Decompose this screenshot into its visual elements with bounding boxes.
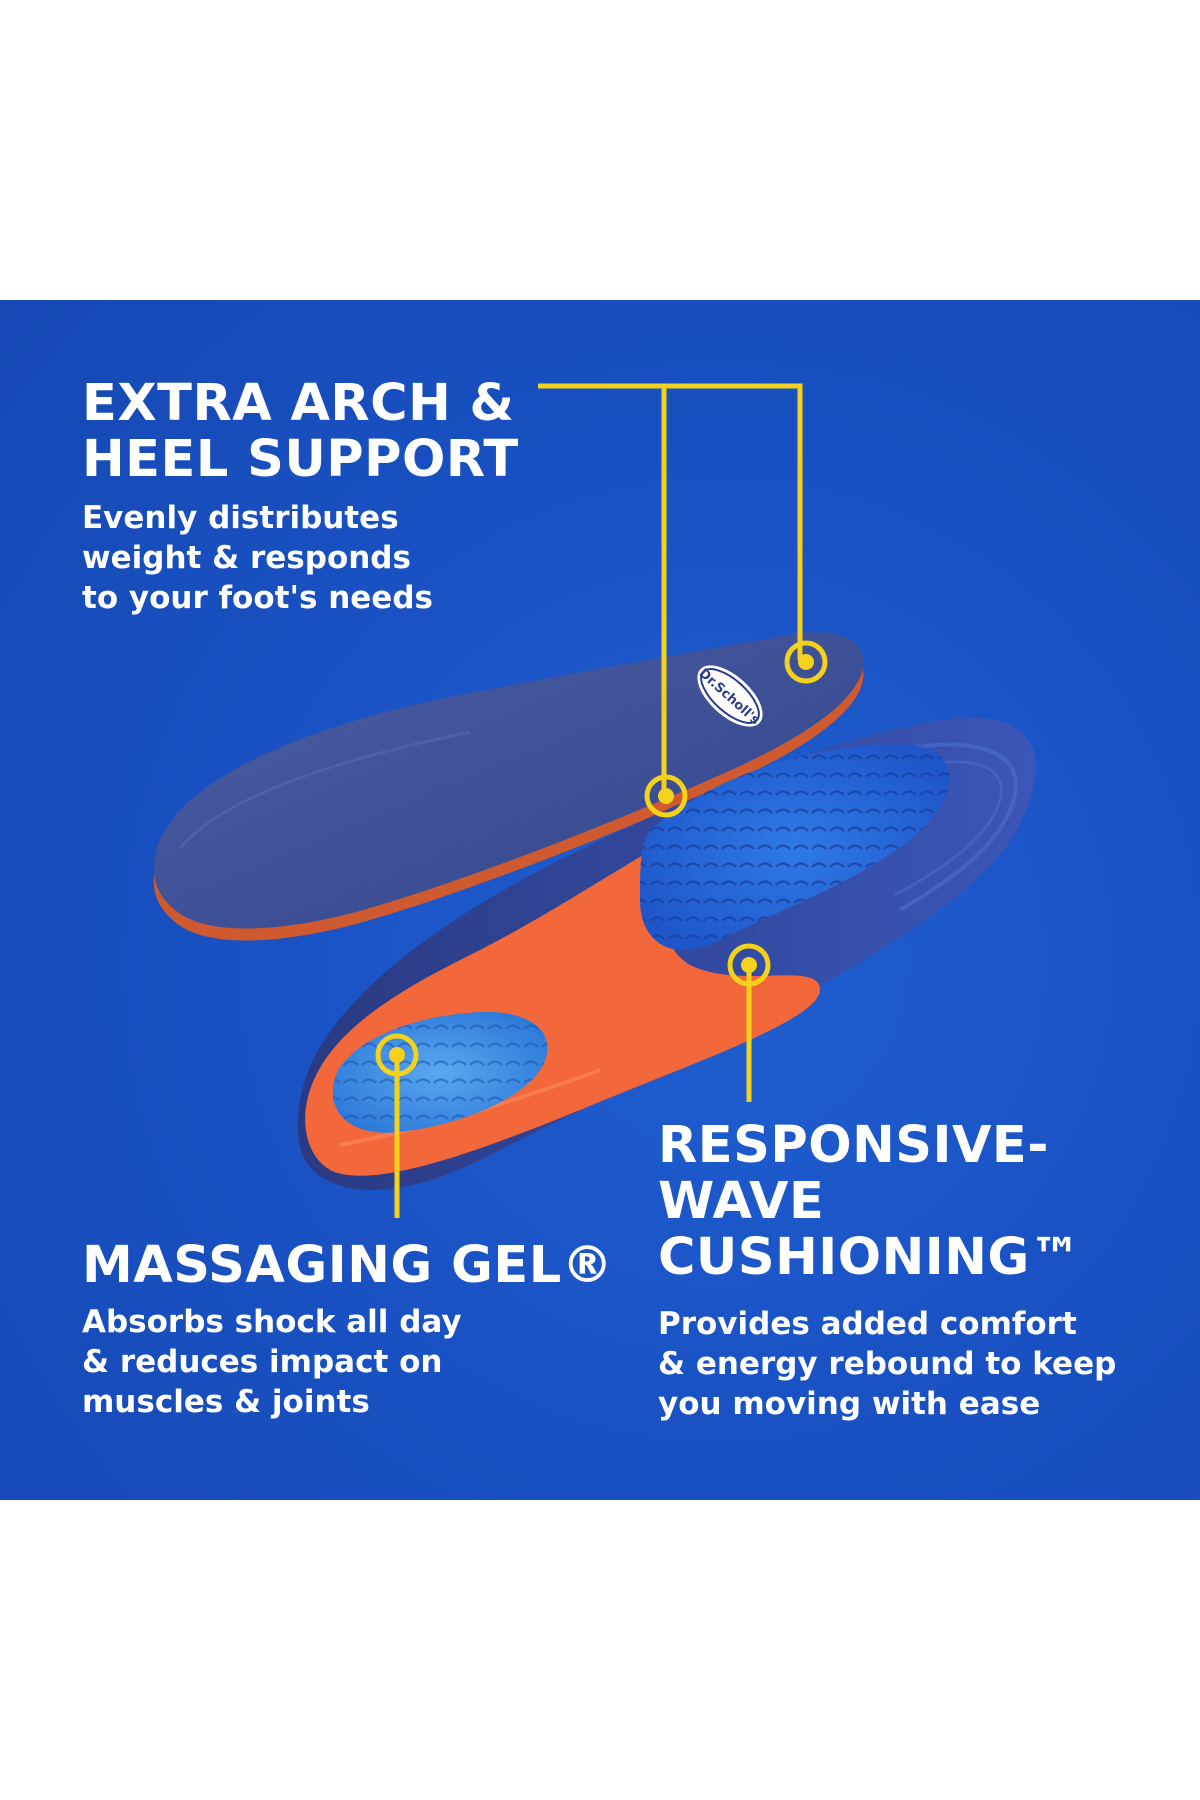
feature-description: Provides added comfort & energy rebound … [658,1306,1117,1422]
feature-arch-support: EXTRA ARCH & HEEL SUPPORT Evenly distrib… [82,376,562,618]
back-insole: Dr.Scholl's [153,632,864,941]
callout-dot-icon [644,774,688,818]
front-insole [297,717,1036,1190]
feature-title: MASSAGING GEL® [82,1236,614,1295]
callout-lines [394,383,803,1218]
feature-wave-cushioning: RESPONSIVE- WAVE CUSHIONING™ Provides ad… [658,1118,1178,1424]
feature-description: Evenly distributes weight & responds to … [82,500,433,616]
product-panel: Dr.Scholl's [0,300,1200,1500]
feature-description: Absorbs shock all day & reduces impact o… [82,1304,462,1420]
callout-dot-icon [375,1033,419,1077]
insoles-illustration: Dr.Scholl's [153,383,1036,1218]
feature-title: RESPONSIVE- WAVE CUSHIONING™ [658,1116,1082,1287]
callout-dot-icon [727,943,771,987]
feature-title: EXTRA ARCH & HEEL SUPPORT [82,374,519,489]
callout-dot-icon [784,640,828,684]
feature-massaging-gel: MASSAGING GEL® Absorbs shock all day & r… [82,1238,642,1422]
